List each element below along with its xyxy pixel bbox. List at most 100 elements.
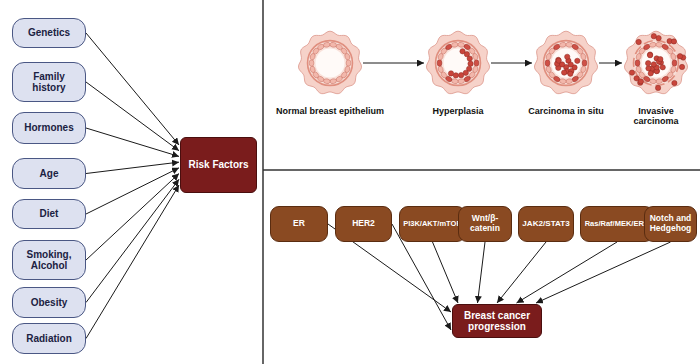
arrow-connector: [536, 242, 671, 303]
tissue-illustration: [533, 30, 599, 96]
tumor-cell: [638, 79, 643, 84]
tissue-outline: [426, 31, 489, 93]
box-label: Smoking, Alcohol: [17, 249, 81, 272]
arrow-connector: [86, 174, 179, 260]
arrow-connector: [86, 162, 179, 173]
epithelial-cell: [309, 60, 314, 67]
epithelial-cell: [344, 53, 351, 61]
box-label: Notch and Hedgehog: [648, 214, 693, 233]
risk-factor-box: Obesity: [12, 287, 86, 318]
risk-factor-box: Hormones: [12, 112, 86, 144]
box-label: Ras/Raf/MEK/ERK: [585, 220, 650, 228]
box-label: Age: [40, 168, 59, 180]
box-label: ER: [293, 219, 305, 229]
box-label: Wnt/β-catenin: [462, 214, 508, 233]
stage-caption: Normal breast epithelium: [268, 106, 392, 116]
tumor-cell: [651, 34, 656, 39]
tumor-cell: [458, 73, 463, 78]
box-label: Obesity: [31, 297, 68, 309]
tissue-illustration: [297, 30, 363, 96]
risk-factor-box: Age: [12, 158, 86, 189]
arrow-connector: [491, 63, 532, 64]
risk-factor-box: Family history: [12, 62, 86, 102]
pathway-box: ER: [270, 206, 328, 242]
epithelial-cell: [437, 65, 444, 73]
box-label: Breast cancer progression: [458, 310, 536, 333]
tumor-cell: [646, 66, 651, 71]
tumor-cell: [679, 64, 684, 69]
epithelial-cell: [566, 42, 573, 48]
stage-caption: Hyperplasia: [418, 106, 498, 116]
box-label: Diet: [40, 208, 59, 220]
risk-factor-box: Radiation: [12, 323, 86, 354]
epithelial-cell: [474, 60, 479, 67]
lumen: [551, 48, 580, 77]
tumor-cell: [575, 58, 580, 63]
tumor-cell: [658, 56, 663, 61]
arrow-connector: [86, 179, 179, 302]
horizontal-divider: [263, 169, 700, 171]
basement-membrane: [544, 41, 589, 86]
arrow-connector: [497, 242, 546, 303]
epithelial-cell: [559, 78, 566, 84]
tumor-cell: [468, 61, 473, 66]
arrow-connector: [599, 63, 622, 64]
box-label: Family history: [17, 71, 81, 94]
tissue-outline: [298, 31, 361, 93]
box-label: PI3K/AKT/mTOR: [403, 220, 462, 228]
epithelial-cell: [323, 78, 330, 84]
tumor-cell: [672, 80, 677, 85]
tumor-cell: [656, 35, 661, 40]
tumor-cell: [448, 71, 453, 76]
pathway-box: PI3K/AKT/mTOR: [399, 206, 466, 242]
epithelial-cell: [458, 42, 465, 48]
tumor-cell: [561, 70, 566, 75]
epithelial-cell: [656, 42, 663, 48]
epithelial-cell: [582, 60, 587, 67]
box-label: Radiation: [26, 333, 72, 345]
tumor-cell: [453, 73, 458, 78]
stage-illustration: Carcinoma in situ: [533, 30, 599, 96]
tissue-outline: [624, 31, 687, 93]
basement-membrane: [436, 41, 481, 86]
arrow-connector: [363, 63, 424, 64]
tumor-cell: [677, 54, 682, 59]
epithelial-cell: [323, 42, 330, 48]
epithelial-cell: [309, 65, 316, 73]
vertical-divider: [262, 0, 264, 364]
arrow-connector: [86, 185, 179, 339]
box-label: HER2: [352, 219, 375, 229]
lumen: [641, 48, 670, 77]
box-label: Risk Factors: [188, 159, 248, 171]
pathway-box: Wnt/β-catenin: [458, 206, 512, 242]
tumor-cell: [671, 39, 676, 44]
arrow-connector: [478, 242, 486, 303]
arrow-connector: [517, 242, 618, 303]
epithelial-cell: [649, 78, 656, 84]
epithelial-cell: [580, 53, 587, 61]
pathway-box: Notch and Hedgehog: [644, 206, 697, 242]
epithelial-cell: [672, 60, 677, 67]
epithelial-cell: [635, 65, 642, 73]
box-label: Genetics: [28, 27, 70, 39]
epithelial-cell: [330, 78, 337, 84]
tumor-cell: [467, 56, 472, 61]
tumor-cell: [648, 71, 653, 76]
tissue-illustration: [623, 30, 689, 96]
epithelial-cell: [330, 42, 337, 48]
tumor-cell: [556, 58, 561, 63]
tissue-outline: [534, 31, 597, 93]
stage-caption: Carcinoma in situ: [523, 106, 609, 116]
arrow-connector: [86, 128, 179, 156]
arrow-connector: [86, 33, 179, 145]
pathway-box: HER2: [335, 206, 392, 242]
outcome-box: Breast cancer progression: [452, 304, 542, 338]
stage-illustration: Normal breast epithelium: [297, 30, 363, 96]
risk-factor-box: Smoking, Alcohol: [12, 240, 86, 280]
epithelial-cell: [472, 53, 479, 61]
arrow-connector: [86, 82, 179, 151]
box-label: JAK2/STAT3: [522, 219, 569, 228]
epithelial-cell: [649, 42, 656, 48]
epithelial-cell: [670, 53, 677, 61]
